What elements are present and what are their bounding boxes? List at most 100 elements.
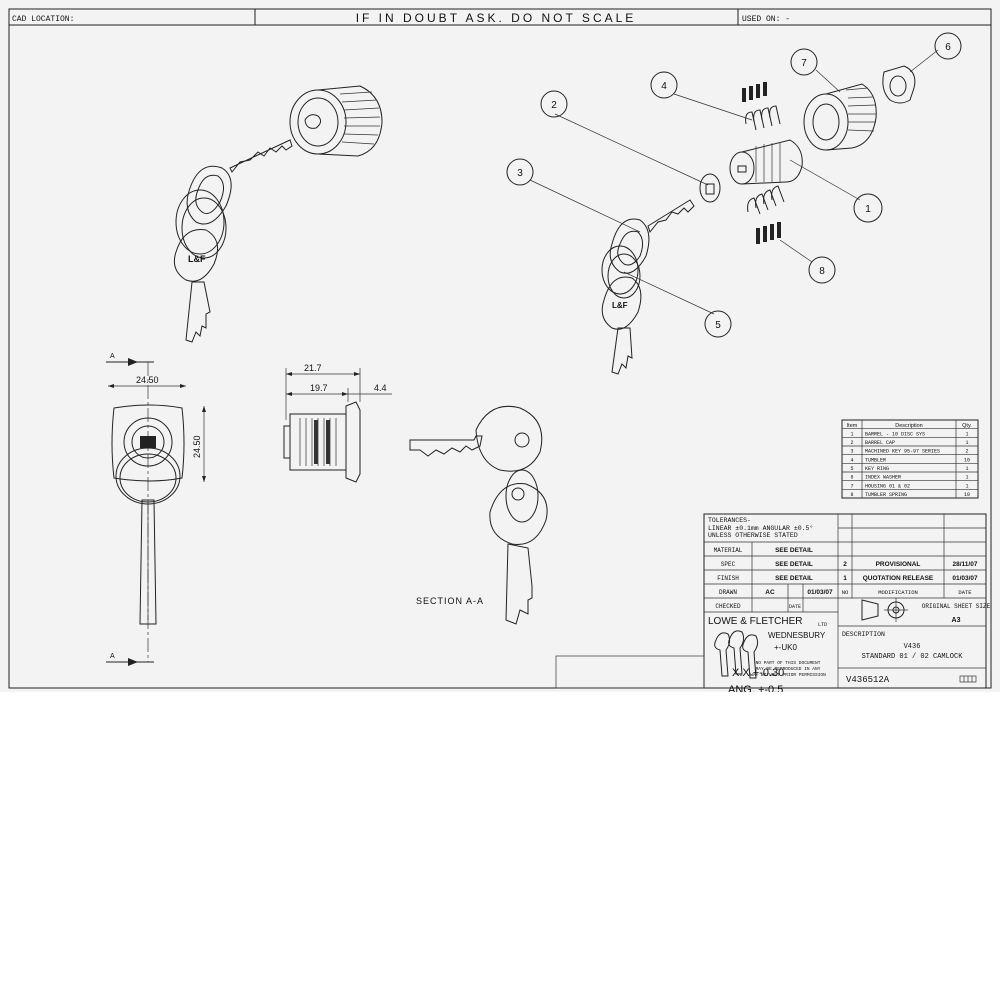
parts-cell-row2-col1: 2 bbox=[850, 440, 853, 446]
svg-text:3: 3 bbox=[517, 168, 523, 179]
copyright-3: WAY WITHOUT PRIOR PERMISSION bbox=[750, 672, 826, 678]
sheet-stack-icon bbox=[959, 675, 977, 683]
tolerances-line3: UNLESS OTHERWISE STATED bbox=[708, 532, 798, 539]
company-suffix: LTD bbox=[818, 622, 827, 628]
checked-label: CHECKED bbox=[715, 603, 741, 610]
drawn-by: AC bbox=[765, 589, 775, 596]
finish-value: SEE DETAIL bbox=[775, 575, 813, 582]
balloon-6: 6 bbox=[934, 32, 962, 60]
technical-drawing: CAD LOCATION: IF IN DOUBT ASK. DO NOT SC… bbox=[8, 8, 992, 692]
parts-cell-row1-col1: 1 bbox=[850, 431, 853, 437]
rev-header-mod: MODIFICATION bbox=[878, 589, 918, 596]
do-not-scale-warning: IF IN DOUBT ASK. DO NOT SCALE bbox=[356, 11, 637, 25]
rev-1-date: 01/03/07 bbox=[952, 575, 978, 582]
parts-cell-row1-col3: 1 bbox=[965, 431, 968, 437]
spec-value: SEE DETAIL bbox=[775, 561, 813, 568]
tolerance-xx: X.X +-0.30 bbox=[732, 667, 784, 679]
parts-cell-row3-col3: 2 bbox=[965, 449, 968, 455]
rev-1-mod: QUOTATION RELEASE bbox=[863, 575, 934, 582]
parts-cell-row4-col3: 10 bbox=[964, 457, 970, 463]
parts-cell-row4-col2: TUMBLER bbox=[865, 457, 886, 463]
balloon-5: 5 bbox=[704, 310, 732, 338]
parts-cell-row4-col1: 4 bbox=[850, 457, 853, 463]
rev-header-date: DATE bbox=[958, 589, 972, 596]
drawing-sheet: CAD LOCATION: IF IN DOUBT ASK. DO NOT SC… bbox=[0, 0, 1000, 692]
parts-cell-row6-col2: INDEX WASHER bbox=[865, 475, 901, 481]
section-a-a: SECTION A-A bbox=[409, 405, 548, 625]
tolerances-line2: LINEAR ±0.1mm ANGULAR ±0.5° bbox=[708, 524, 813, 532]
svg-text:A: A bbox=[110, 653, 115, 660]
parts-cell-row5-col3: 1 bbox=[965, 466, 968, 472]
rev-2-no: 2 bbox=[843, 561, 847, 568]
assembled-lock-illustration: L&F bbox=[173, 85, 383, 343]
parts-cell-row8-col2: TUMBLER SPRING bbox=[865, 492, 907, 498]
parts-cell-row6-col3: 1 bbox=[965, 475, 968, 481]
description-line2: STANDARD 01 / 02 CAMLOCK bbox=[862, 653, 964, 661]
rev-2-date: 28/11/07 bbox=[953, 561, 978, 568]
drawing-number: V436512A bbox=[846, 675, 890, 685]
projection-symbol bbox=[861, 598, 908, 622]
svg-text:8: 8 bbox=[819, 266, 825, 277]
parts-cell-row3-col2: MACHINED KEY 95-97 SERIES bbox=[865, 449, 940, 455]
tolerance-angle: ANG. +-0.5 bbox=[728, 684, 783, 692]
balloon-2: 2 bbox=[540, 90, 568, 118]
front-view: A A 24.50 24.50 bbox=[106, 353, 206, 666]
description-line1: V436 bbox=[904, 643, 921, 651]
drawn-label: DRAWN bbox=[719, 589, 737, 596]
svg-text:6: 6 bbox=[945, 42, 951, 53]
svg-text:A: A bbox=[110, 353, 115, 360]
balloon-4: 4 bbox=[650, 71, 678, 99]
company-town: WEDNESBURY bbox=[768, 631, 826, 640]
svg-text:7: 7 bbox=[801, 58, 807, 69]
parts-cell-row5-col2: KEY RING bbox=[865, 466, 889, 472]
section-label: SECTION A-A bbox=[416, 596, 484, 606]
parts-cell-row6-col1: 6 bbox=[850, 475, 853, 481]
sheet-size: A3 bbox=[952, 617, 961, 624]
exploded-view-illustration: L&F bbox=[601, 65, 916, 375]
side-view: 21.7 19.7 4.4 bbox=[283, 363, 392, 483]
parts-cell-row2-col2: BARREL CAP bbox=[865, 440, 895, 446]
used-on-label: USED ON: - bbox=[742, 15, 790, 24]
parts-cell-row1-col2: BARREL - 10 DISC SYS bbox=[865, 431, 925, 437]
tolerances-line1: TOLERANCES- bbox=[708, 517, 751, 524]
material-label: MATERIAL bbox=[714, 547, 743, 554]
parts-cell-row2-col3: 1 bbox=[965, 440, 968, 446]
description-label: DESCRIPTION bbox=[842, 631, 885, 638]
balloons: 1 2 3 4 5 6 7 8 bbox=[506, 32, 962, 338]
balloon-leaders bbox=[529, 49, 939, 315]
copyright-1: NO PART OF THIS DOCUMENT bbox=[756, 660, 821, 666]
parts-cell-row8-col1: 8 bbox=[850, 492, 853, 498]
balloon-1: 1 bbox=[853, 193, 883, 223]
sheet-border bbox=[8, 8, 992, 689]
rev-1-no: 1 bbox=[843, 575, 847, 582]
dim-flange: 4.4 bbox=[374, 383, 387, 393]
svg-text:4: 4 bbox=[661, 81, 667, 92]
parts-header-qty: Qty. bbox=[962, 423, 972, 429]
title-block: TOLERANCES- LINEAR ±0.1mm ANGULAR ±0.5° … bbox=[555, 513, 991, 692]
parts-cell-row7-col2: HOUSING 01 & 02 bbox=[865, 483, 910, 489]
dim-width: 24.50 bbox=[136, 375, 159, 385]
balloon-8: 8 bbox=[808, 256, 836, 284]
drawn-date: 01/03/07 bbox=[807, 589, 833, 596]
dim-height: 24.50 bbox=[192, 435, 202, 458]
parts-header-description: Description bbox=[895, 423, 923, 429]
svg-text:2: 2 bbox=[551, 100, 557, 111]
balloon-7: 7 bbox=[790, 48, 818, 76]
copyright-2: MAY BE REPRODUCED IN ANY bbox=[756, 666, 821, 672]
parts-cell-row7-col1: 7 bbox=[850, 483, 853, 489]
parts-cell-row7-col3: 1 bbox=[965, 483, 968, 489]
rev-header-no: NO bbox=[842, 589, 849, 596]
balloon-3: 3 bbox=[506, 158, 534, 186]
company-logo-keys bbox=[714, 630, 759, 679]
svg-text:5: 5 bbox=[715, 320, 721, 331]
parts-cell-row8-col3: 10 bbox=[964, 492, 970, 498]
rev-2-mod: PROVISIONAL bbox=[876, 561, 921, 568]
spec-label: SPEC bbox=[721, 561, 736, 568]
svg-text:L&F: L&F bbox=[612, 301, 628, 310]
original-sheet-label: ORIGINAL SHEET SIZE bbox=[922, 603, 991, 610]
checked-date-label: DATE bbox=[789, 604, 801, 610]
company-country: +-UK0 bbox=[774, 643, 797, 652]
svg-text:1: 1 bbox=[865, 204, 871, 215]
cad-location-label: CAD LOCATION: bbox=[12, 15, 74, 24]
